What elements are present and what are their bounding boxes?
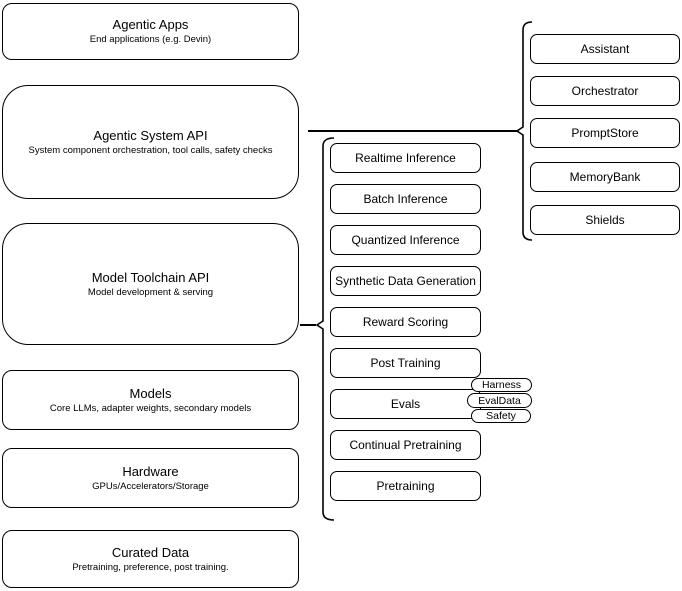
toolchain-item-post-training: Post Training <box>330 348 481 378</box>
eval-pill-safety: Safety <box>471 409 531 423</box>
node-subtitle: Model development & serving <box>87 286 214 298</box>
node-model-toolchain-api: Model Toolchain API Model development & … <box>2 223 299 345</box>
node-title: Curated Data <box>111 544 190 560</box>
component-memorybank: MemoryBank <box>530 162 680 192</box>
toolchain-item-reward-scoring: Reward Scoring <box>330 307 481 337</box>
toolchain-item-synthetic-data-generation: Synthetic Data Generation <box>330 266 481 296</box>
node-hardware: Hardware GPUs/Accelerators/Storage <box>2 448 299 508</box>
node-subtitle: System component orchestration, tool cal… <box>28 144 273 156</box>
system-components-bracket <box>515 21 533 241</box>
node-curated-data: Curated Data Pretraining, preference, po… <box>2 530 299 588</box>
component-shields: Shields <box>530 205 680 235</box>
node-title: Models <box>129 385 172 401</box>
component-assistant: Assistant <box>530 34 680 64</box>
component-orchestrator: Orchestrator <box>530 76 680 106</box>
toolchain-item-evals: Evals <box>330 389 481 419</box>
toolchain-item-continual-pretraining: Continual Pretraining <box>330 430 481 460</box>
node-agentic-system-api: Agentic System API System component orch… <box>2 85 299 199</box>
node-agentic-apps: Agentic Apps End applications (e.g. Devi… <box>2 3 299 60</box>
node-subtitle: Pretraining, preference, post training. <box>72 561 229 573</box>
node-title: Hardware <box>122 463 179 479</box>
node-title: Agentic Apps <box>112 17 189 32</box>
node-subtitle: Core LLMs, adapter weights, secondary mo… <box>49 402 252 414</box>
node-title: Agentic System API <box>93 127 208 143</box>
toolchain-item-pretraining: Pretraining <box>330 471 481 501</box>
node-models: Models Core LLMs, adapter weights, secon… <box>2 370 299 430</box>
node-subtitle: GPUs/Accelerators/Storage <box>92 480 209 492</box>
eval-pill-harness: Harness <box>471 378 532 392</box>
toolchain-item-realtime-inference: Realtime Inference <box>330 143 481 173</box>
toolchain-brace <box>315 137 335 521</box>
node-title: Model Toolchain API <box>91 269 210 285</box>
eval-pill-evaldata: EvalData <box>467 393 532 408</box>
node-subtitle: End applications (e.g. Devin) <box>89 34 212 45</box>
toolchain-item-quantized-inference: Quantized Inference <box>330 225 481 255</box>
component-promptstore: PromptStore <box>530 118 680 148</box>
toolchain-item-batch-inference: Batch Inference <box>330 184 481 214</box>
